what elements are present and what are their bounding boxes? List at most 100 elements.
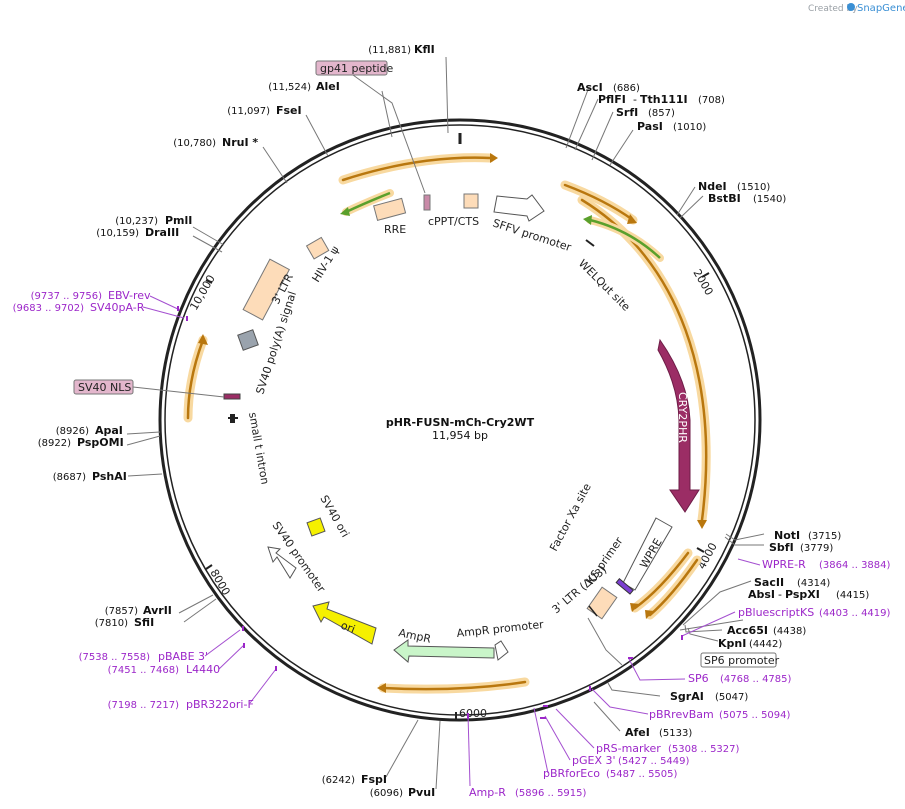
- site-srfi: SrfI (857): [616, 106, 675, 119]
- svg-text:FseI: FseI: [276, 104, 302, 117]
- svg-text:AvrII: AvrII: [143, 604, 172, 617]
- primer-pbluescriptks: pBluescriptKS (4403 .. 4419): [738, 606, 891, 619]
- cry2phr-arrow: [657, 338, 700, 513]
- site-sfii: (7810) SfiI: [95, 616, 154, 629]
- primer-pbrrevbam: pBRrevBam (5075 .. 5094): [649, 708, 791, 721]
- svg-text:(9737 .. 9756): (9737 .. 9756): [31, 291, 103, 302]
- svg-text:10,000: 10,000: [187, 273, 218, 313]
- sffv-promoter-arrow: [493, 194, 545, 222]
- site-noti: NotI (3715): [774, 529, 841, 542]
- gp41-peptide-label: gp41 peptide: [315, 60, 394, 76]
- watermark-brand: SnapGene: [857, 3, 905, 14]
- svg-text:AbsI: AbsI: [748, 588, 775, 601]
- svg-text:(7538 .. 7558): (7538 .. 7558): [79, 652, 151, 663]
- svg-text:(3864 .. 3884): (3864 .. 3884): [819, 560, 891, 571]
- site-bstbi: BstBI (1540): [708, 192, 786, 205]
- sv40-ori-label: SV40 ori: [317, 493, 351, 540]
- svg-text:SP6 promoter: SP6 promoter: [704, 654, 780, 667]
- svg-text:(1010): (1010): [673, 122, 706, 133]
- site-draiii: (10,159) DraIII: [96, 226, 179, 239]
- svg-text:2000: 2000: [690, 267, 715, 298]
- svg-text:SgrAI: SgrAI: [670, 690, 704, 703]
- sv40-nls-label: SV40 NLS: [73, 379, 134, 395]
- primer-amp-r: Amp-R (5896 .. 5915): [469, 786, 587, 799]
- sv40nls-leader: [132, 386, 225, 398]
- site-kpni: KpnI (4442): [718, 637, 782, 650]
- site-sacii: SacII (4314): [754, 576, 830, 589]
- svg-text:(5427 .. 5449): (5427 .. 5449): [618, 756, 690, 767]
- svg-text:pBRrevBam: pBRrevBam: [649, 708, 714, 721]
- svg-text:(7198 .. 7217): (7198 .. 7217): [108, 700, 180, 711]
- svg-text:KflI: KflI: [414, 43, 435, 56]
- primer-leaders: [142, 295, 761, 787]
- svg-text:pRS-marker: pRS-marker: [596, 742, 661, 755]
- svg-text:(3715): (3715): [808, 531, 841, 542]
- svg-text:(708): (708): [698, 95, 725, 106]
- primer-ticks: [177, 306, 683, 719]
- wpre-feature: [622, 517, 673, 591]
- svg-text:pBRforEco: pBRforEco: [543, 767, 600, 780]
- svg-text:KpnI: KpnI: [718, 637, 746, 650]
- svg-text:(3779): (3779): [800, 543, 833, 554]
- site-pasi: PasI (1010): [637, 120, 706, 133]
- svg-text:NdeI: NdeI: [698, 180, 727, 193]
- svg-text:(5075 .. 5094): (5075 .. 5094): [719, 710, 791, 721]
- svg-text:(11,097): (11,097): [227, 106, 270, 117]
- site-acc65i: Acc65I (4438): [727, 624, 806, 637]
- svg-text:ApaI: ApaI: [95, 424, 123, 437]
- svg-text:SfiI: SfiI: [134, 616, 154, 629]
- svg-text:(8922): (8922): [38, 438, 71, 449]
- svg-text:(5308 .. 5327): (5308 .. 5327): [668, 744, 740, 755]
- tick-10000: 10,000: [187, 273, 218, 313]
- svg-text:FspI: FspI: [361, 773, 387, 786]
- site-pvui: (6096) PvuI: [370, 786, 435, 799]
- welqut-marker: [585, 239, 595, 247]
- svg-text:PvuI: PvuI: [408, 786, 435, 799]
- site-pflfi: PflFI - Tth111I (708): [598, 93, 725, 106]
- primer-pbrforeco: pBRforEco (5487 .. 5505): [543, 767, 678, 780]
- 3ltr-feature: [242, 258, 291, 321]
- svg-text:(10,237): (10,237): [115, 216, 158, 227]
- site-pspomi: (8922) PspOMI: [38, 436, 124, 449]
- svg-text:SrfI: SrfI: [616, 106, 638, 119]
- svg-text:(857): (857): [648, 108, 675, 119]
- plasmid-size: 11,954 bp: [432, 429, 488, 442]
- svg-text:(11,524): (11,524): [268, 82, 311, 93]
- svg-text:(4314): (4314): [797, 578, 830, 589]
- svg-text:(4768 .. 4785): (4768 .. 4785): [720, 674, 792, 685]
- svg-text:pBABE 3': pBABE 3': [158, 650, 208, 663]
- svg-text:AfeI: AfeI: [625, 726, 650, 739]
- svg-text:pBluescriptKS: pBluescriptKS: [738, 606, 814, 619]
- green-arcs: [340, 189, 664, 262]
- ampr-arrow: [393, 639, 495, 663]
- svg-text:(686): (686): [613, 83, 640, 94]
- primer-wpre-r: WPRE-R (3864 .. 3884): [762, 558, 891, 571]
- site-afei: AfeI (5133): [625, 726, 692, 739]
- ampr-label: AmpR: [397, 626, 432, 646]
- svg-text:(6096): (6096): [370, 788, 403, 799]
- snapgene-logo-icon: [847, 3, 855, 11]
- svg-text:AleI: AleI: [316, 80, 340, 93]
- svg-text:Tth111I: Tth111I: [640, 93, 688, 106]
- site-avrii: (7857) AvrII: [105, 604, 172, 617]
- svg-text:AscI: AscI: [577, 81, 603, 94]
- svg-text:(5047): (5047): [715, 692, 748, 703]
- svg-text:(4438): (4438): [773, 626, 806, 637]
- sffv-promoter-label: SFFV promoter: [491, 216, 573, 254]
- svg-text:SV40pA-R: SV40pA-R: [90, 301, 145, 314]
- site-sgrai: SgrAI (5047): [670, 690, 748, 703]
- svg-text:(5487 .. 5505): (5487 .. 5505): [606, 769, 678, 780]
- small-t-label: small t intron: [246, 411, 271, 485]
- orf-arcs: [183, 153, 711, 694]
- sv40-nls-feature: [223, 393, 241, 400]
- site-fsei: (11,097) FseI: [227, 104, 301, 117]
- ampr-promoter-arrow: [494, 640, 509, 661]
- primer-sp6: SP6 (4768 .. 4785): [688, 672, 792, 685]
- svg-text:6000: 6000: [459, 707, 487, 720]
- svg-text:Acc65I: Acc65I: [727, 624, 768, 637]
- tick-6000: 6000: [455, 707, 487, 720]
- rre-label: RRE: [384, 223, 406, 236]
- site-pmli: (10,237) PmlI: [115, 214, 192, 227]
- svg-text:(1510): (1510): [737, 182, 770, 193]
